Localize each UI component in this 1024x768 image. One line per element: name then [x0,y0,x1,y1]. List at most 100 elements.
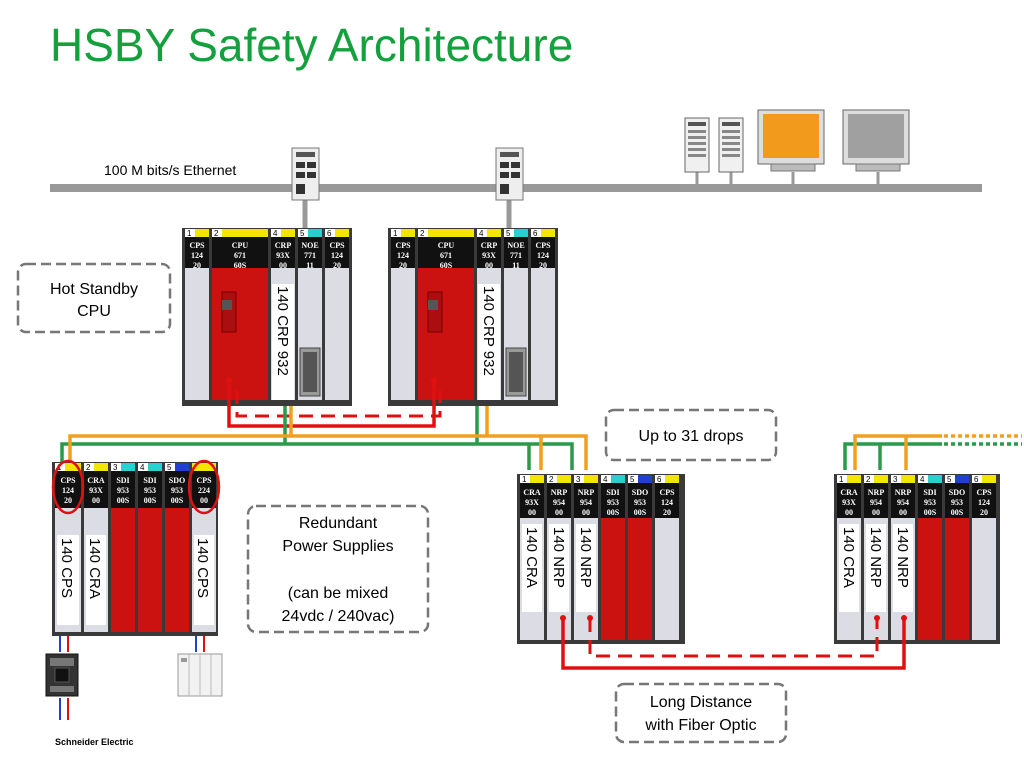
module-label: 124 [978,498,990,507]
drop-rack-left: 1 2 3 4 5 CPS 124 20 CRA 93X 00 SDI 953 … [51,459,221,636]
vertical-label: 140 NRP [894,527,911,588]
callout-text: Hot Standby [50,281,138,298]
slot-number: 5 [167,463,172,472]
vertical-label: 140 NRP [577,527,594,588]
module-label: 00 [582,508,590,517]
slot-number: 2 [549,475,554,484]
slot-number: 2 [866,475,871,484]
slot-number: 4 [140,463,145,472]
module-label: SDI [143,476,156,485]
switch-icon [291,147,320,228]
callout-text: 24vdc / 240vac) [282,608,395,625]
callout-text: Redundant [299,515,378,532]
callout-redundant: Redundant Power Supplies (can be mixed 2… [246,504,430,634]
module-label: NOE [507,241,524,250]
module-label: 20 [333,261,341,270]
vertical-label: 140 CRA [86,538,103,599]
module-label: 93X [525,498,539,507]
module-label: 60S [440,261,453,270]
slot-number: 5 [630,475,635,484]
vertical-label: 140 CRA [840,527,857,588]
module-label: SDO [632,488,648,497]
module-label: 00S [951,508,964,517]
slot-number: 5 [506,229,511,238]
module-label: 93X [89,486,103,495]
slot-number: 6 [327,229,332,238]
module-label: SDI [606,488,619,497]
module-label: 224 [198,486,210,495]
module-label: 00 [528,508,536,517]
monitor-icon [757,109,825,186]
module-label: 00S [607,508,620,517]
slot-number: 2 [420,229,425,238]
module-label: 60S [234,261,247,270]
slot-number: 3 [893,475,898,484]
callout-text: (can be mixed [288,585,389,602]
fiber-link-cpu [227,380,442,428]
slot-number: 6 [974,475,979,484]
module-label: CRA [840,488,858,497]
module-label: 20 [980,508,988,517]
slot-number: 5 [947,475,952,484]
module-label: CRA [87,476,105,485]
breaker-icon [45,653,79,697]
module-label: CPS [196,476,212,485]
callout-text: Long Distance [650,694,752,711]
vertical-label: 140 NRP [550,527,567,588]
module-label: 954 [870,498,882,507]
module-label: 11 [306,261,314,270]
server-icon [684,117,710,186]
module-label: 20 [539,261,547,270]
module-label: 20 [193,261,201,270]
slot-number: 1 [522,475,527,484]
rio-cable-orange [68,406,942,470]
module-label: CPS [329,241,345,250]
module-label: 93X [276,251,290,260]
vertical-label: 140 CRP 932 [274,286,291,376]
module-label: 953 [117,486,129,495]
callout-hot-standby: Hot Standby CPU [16,262,172,334]
module-label: 11 [512,261,520,270]
slot-number: 1 [187,229,192,238]
module-label: NRP [895,488,912,497]
slot-number: 4 [920,475,925,484]
slot-number: 2 [214,229,219,238]
module-label: CPS [395,241,411,250]
module-label: SDO [169,476,185,485]
module-label: CPS [659,488,675,497]
drop-rack-middle: 1 2 3 4 5 6 CRA 93X 00 NRP 954 00 NRP 95… [517,474,685,644]
module-label: SDI [923,488,936,497]
callout-text: Up to 31 drops [639,428,744,445]
module-label: 00S [117,496,130,505]
module-label: NRP [578,488,595,497]
cpu-rack-a: 1 2 4 5 6 CPS 124 20 CPU 671 60S CRP 93X… [182,228,352,406]
module-label: 00S [634,508,647,517]
module-label: 954 [553,498,565,507]
module-label: 20 [663,508,671,517]
module-label: 00S [924,508,937,517]
module-label: 953 [144,486,156,495]
vertical-label: 140 CPS [58,538,75,598]
slot-number: 1 [839,475,844,484]
callout-fiber: Long Distance with Fiber Optic [614,682,788,744]
module-label: 953 [951,498,963,507]
module-label: 00S [171,496,184,505]
module-label: 93X [842,498,856,507]
slot-number: 1 [393,229,398,238]
module-label: 00S [144,496,157,505]
module-label: SDO [949,488,965,497]
module-label: NRP [551,488,568,497]
module-label: CPS [189,241,205,250]
module-label: 20 [64,496,72,505]
ethernet-label: 100 M bits/s Ethernet [104,162,236,178]
module-label: 20 [399,261,407,270]
module-label: CPS [535,241,551,250]
slot-number: 3 [576,475,581,484]
drop-rack-right: 1 2 3 4 5 6 CRA 93X 00 NRP 954 00 NRP 95… [834,474,1000,644]
module-label: 124 [537,251,549,260]
power-wiring [59,636,205,720]
vertical-label: 140 CPS [194,538,211,598]
module-label: 00 [92,496,100,505]
module-label: 00 [845,508,853,517]
vertical-label: 140 NRP [867,527,884,588]
